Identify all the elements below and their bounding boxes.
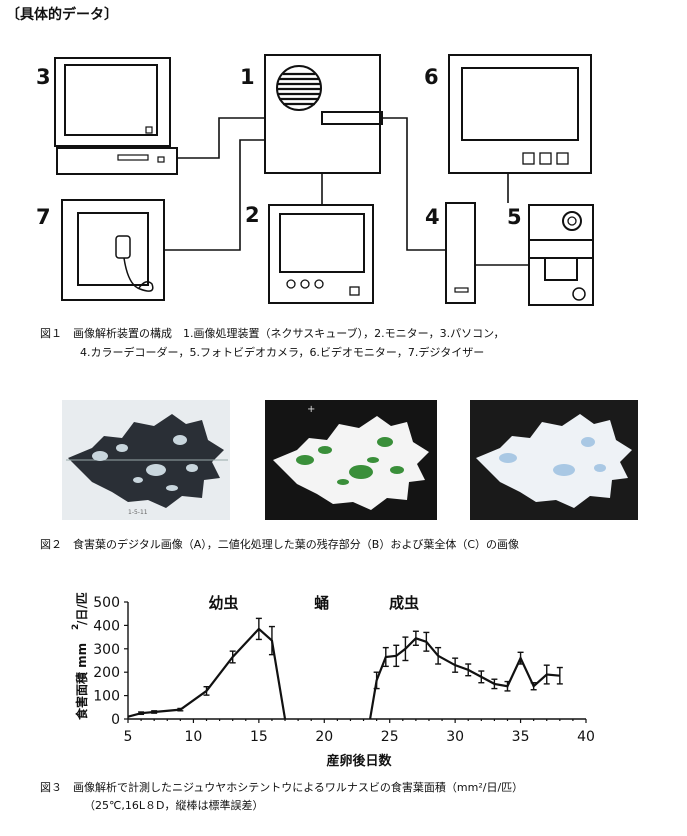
y-axis-label-unit: /日/匹: [75, 592, 89, 625]
series-line-larva: [127, 627, 287, 720]
device-label-6: 6: [424, 65, 439, 89]
device-label-4: 4: [425, 205, 440, 229]
series-line-adult: [369, 637, 560, 720]
device-label-7: 7: [36, 205, 51, 229]
x-tick-label: 5: [124, 729, 133, 745]
color-decoder-4: [445, 202, 476, 304]
leaf-photo-a: 1-5-11: [62, 400, 230, 520]
photo-sticker: 1-5-11: [128, 509, 148, 516]
figure3-caption-line1: 図３ 画像解析で計測したニジュウヤホシテントウによるワルナスビの食害葉面積（mm…: [40, 781, 524, 794]
svg-text:+: +: [307, 404, 315, 415]
y-tick-label: 0: [111, 712, 120, 728]
section-heading: 〔具体的データ〕: [6, 7, 118, 23]
figure1-caption-line2: 4.カラーデコーダー，5.フォトビデオカメラ，6.ビデオモニター，7.デジタイザ…: [80, 346, 485, 359]
y-tick-label: 100: [93, 689, 120, 705]
y-axis-label-superscript: 2: [71, 624, 81, 630]
leaf-photo-b: +: [265, 400, 437, 520]
computer-base-3: [56, 147, 178, 175]
x-tick-label: 30: [446, 729, 464, 745]
video-monitor-6: [448, 54, 592, 174]
x-tick-label: 20: [315, 729, 333, 745]
figure2-caption: 図２ 食害葉のデジタル画像（A），二値化処理した葉の残存部分（B）および葉全体（…: [40, 538, 520, 551]
device-label-3: 3: [36, 65, 51, 89]
figure1-diagram: 1 2 3 4 5 6 7: [36, 54, 594, 306]
x-tick-label: 10: [185, 729, 203, 745]
stage-label: 蛹: [314, 594, 329, 612]
y-tick-label: 400: [93, 618, 120, 634]
x-tick-label: 25: [381, 729, 399, 745]
x-tick-label: 15: [250, 729, 268, 745]
figure3-caption-line2: （25℃,16L８D，縦棒は標準誤差）: [84, 799, 264, 812]
x-axis-label: 産卵後日数: [326, 753, 392, 769]
device-label-1: 1: [240, 65, 255, 89]
device-label-5: 5: [507, 205, 522, 229]
computer-monitor-3: [54, 57, 171, 147]
y-tick-label: 200: [93, 665, 120, 681]
stage-label: 成虫: [389, 594, 419, 612]
y-axis-label: 食害面積 mm: [74, 643, 89, 721]
leaf-photo-c: [470, 400, 638, 520]
device-label-2: 2: [245, 203, 260, 227]
x-tick-label: 40: [577, 729, 595, 745]
y-tick-label: 300: [93, 642, 120, 658]
figure1-caption-line1: 図１ 画像解析装置の構成 1.画像処理装置（ネクサスキューブ），2.モニター，3…: [40, 327, 505, 340]
y-tick-label: 500: [93, 595, 120, 611]
x-tick-label: 35: [512, 729, 530, 745]
monitor-2: [268, 204, 374, 304]
stage-label: 幼虫: [209, 594, 239, 612]
